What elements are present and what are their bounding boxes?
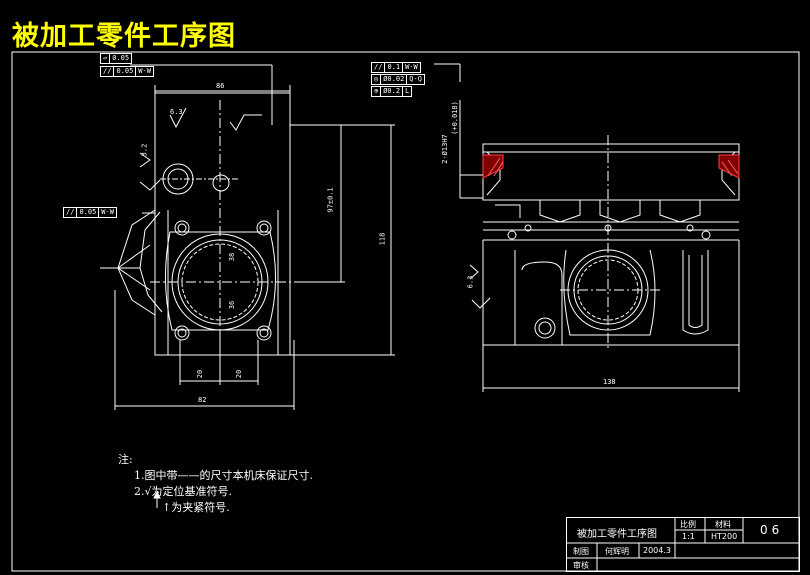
fcf-flatness: ▱ 0.05 [100,53,133,64]
dim-rough-1: 6.3 [170,108,183,116]
dim-rough-2: 3.2 [140,143,149,157]
notes-heading: 注: [118,453,133,466]
fcf-concentricity: ◎ Ø0.02 Q-Q [371,74,425,85]
dim-top-width: 86 [216,82,225,90]
notes-line-1: 1.图中带——的尺寸本机床保证尺寸. [134,469,313,482]
notes-line-3: ↑为夹紧符号. [162,501,230,514]
left-view [100,64,395,410]
dim-holes-tol: (+0.018) [450,101,459,135]
dim-bottom-width: 82 [198,396,207,404]
parallel-icon: // [101,67,115,76]
fcf-parallel-2: // 0.05 W-W [63,207,117,218]
dim-mid-1: 38 [228,252,237,262]
dim-bottom-1: 20 [196,369,205,379]
right-view [434,63,740,392]
tb-scale-label: 比例 [680,520,696,529]
concentricity-icon: ◎ [372,75,382,84]
dim-bottom-2: 20 [235,369,244,379]
tb-drawn-by: 何辉明 [605,547,629,556]
position-icon: ⊕ [372,87,382,96]
title-block: 被加工零件工序图 比例 1:1 材料 HT200 06 制图 何辉明 2004.… [566,517,800,572]
dim-mid-2: 36 [228,300,237,310]
notes: 注: 1.图中带——的尺寸本机床保证尺寸. 2.√为定位基准符号. ↑为夹紧符号… [118,452,313,516]
tb-date: 2004.3 [643,546,671,555]
tb-scale: 1:1 [682,532,695,541]
dim-rough-3: 6.3 [466,275,475,289]
tb-number: 06 [760,523,784,537]
title-block-grid [567,518,799,571]
tb-material-label: 材料 [715,520,731,529]
fcf-parallel-r: // 0.1 W-W [371,62,421,73]
dim-left-height: 97±0.1 [326,187,335,213]
flatness-icon: ▱ [101,54,111,63]
notes-line-2: 2.√为定位基准符号. [134,485,233,498]
parallel-icon: // [64,208,78,217]
dim-holes: 2-Ø13H7 [440,134,449,164]
tb-drawn-label: 制图 [573,547,589,556]
tb-material: HT200 [711,532,738,541]
tb-check-label: 审核 [573,561,589,570]
dim-full-height: 118 [378,232,387,246]
tb-name: 被加工零件工序图 [577,529,657,540]
clamp-arrow-icon [153,490,161,508]
fcf-position: ⊕ Ø0.2 L [371,86,413,97]
dim-r-bottom-width: 138 [603,378,616,386]
drawing-frame [11,51,800,572]
parallel-icon: // [372,63,386,72]
drawing-title: 被加工零件工序图 [12,21,236,52]
fcf-parallel-1: // 0.05 W-W [100,66,154,77]
